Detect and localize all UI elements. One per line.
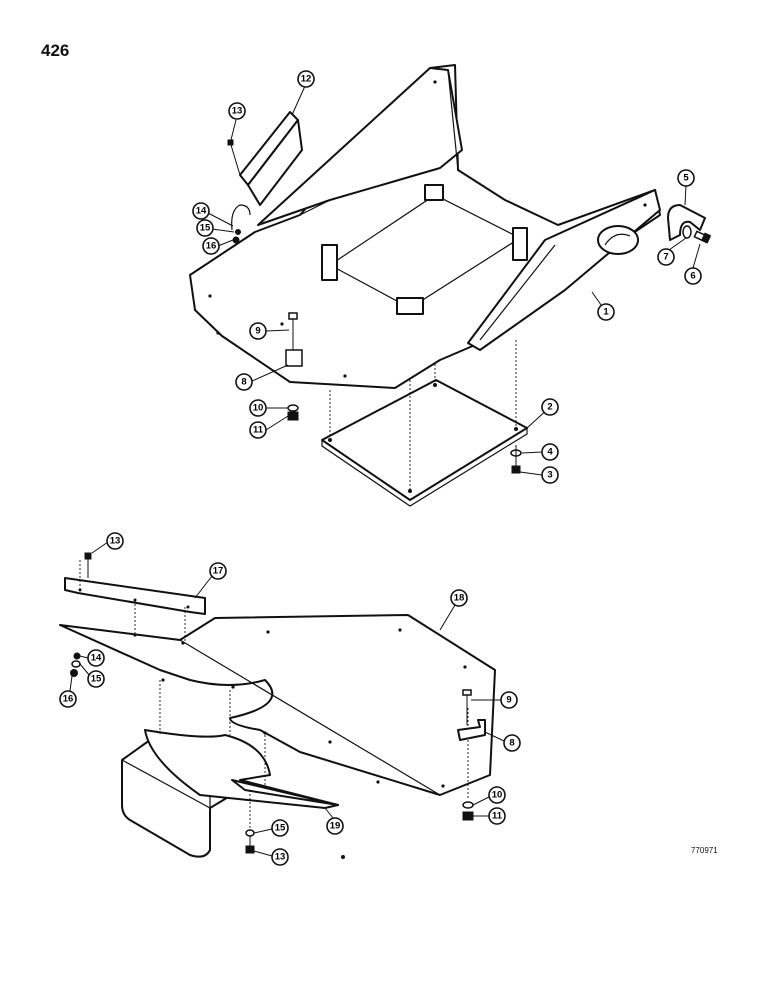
svg-text:9: 9	[255, 326, 260, 337]
callout-lower-15: 15	[79, 663, 105, 688]
callout-lower-11: 11	[473, 807, 506, 825]
floor-plate	[59, 614, 496, 796]
callout-9: 9	[249, 322, 290, 340]
callout-11: 11	[249, 415, 289, 439]
callout-18: 18	[439, 589, 468, 631]
svg-text:19: 19	[330, 821, 341, 832]
svg-text:8: 8	[509, 738, 514, 749]
callout-lower-16: 16	[59, 675, 77, 708]
callout-16: 16	[202, 237, 234, 255]
svg-text:13: 13	[232, 106, 243, 117]
lower-hardware	[70, 552, 486, 859]
callout-lower-15-bottom: 15	[253, 819, 289, 837]
svg-text:16: 16	[206, 241, 217, 252]
svg-text:5: 5	[683, 173, 689, 184]
floor-pan	[189, 64, 661, 389]
svg-text:3: 3	[547, 470, 552, 481]
svg-text:9: 9	[506, 695, 511, 706]
svg-text:15: 15	[200, 223, 211, 234]
callout-13: 13	[228, 102, 246, 141]
svg-text:7: 7	[663, 252, 668, 263]
callout-lower-13-top: 13	[91, 532, 124, 554]
callout-14: 14	[192, 202, 234, 227]
svg-text:1: 1	[603, 307, 609, 318]
callout-7: 7	[657, 237, 687, 266]
page-number: 426	[41, 41, 70, 60]
svg-text:14: 14	[196, 206, 207, 217]
callout-10: 10	[249, 399, 288, 417]
callout-19: 19	[324, 807, 344, 835]
callout-3: 3	[519, 466, 559, 484]
top-strip	[64, 577, 206, 615]
svg-text:8: 8	[241, 377, 246, 388]
svg-text:6: 6	[690, 271, 695, 282]
callout-8: 8	[235, 364, 289, 391]
drawing-code: 770971	[691, 846, 718, 855]
callout-lower-14: 14	[79, 649, 105, 667]
svg-text:14: 14	[91, 653, 102, 664]
angle-bracket	[239, 111, 303, 206]
svg-text:2: 2	[547, 402, 552, 413]
svg-text:10: 10	[492, 790, 503, 801]
callout-lower-10: 10	[472, 786, 506, 806]
svg-text:11: 11	[492, 811, 503, 822]
callout-15: 15	[196, 219, 235, 237]
lower-assembly: 13 17 18 14 15 16 9	[59, 532, 521, 866]
svg-text:4: 4	[547, 447, 553, 458]
angle-plate	[144, 729, 339, 809]
callout-lower-8: 8	[484, 731, 521, 752]
callout-lower-13-bottom: 13	[253, 848, 289, 866]
callout-17: 17	[194, 562, 227, 599]
callout-2: 2	[526, 398, 559, 429]
svg-text:10: 10	[253, 403, 264, 414]
svg-text:11: 11	[253, 425, 264, 436]
svg-text:12: 12	[301, 74, 312, 85]
callout-5: 5	[677, 169, 695, 206]
svg-text:16: 16	[63, 694, 74, 705]
svg-text:15: 15	[275, 823, 286, 834]
callout-6: 6	[684, 243, 702, 285]
svg-text:13: 13	[275, 852, 286, 863]
callout-4: 4	[521, 443, 559, 461]
svg-text:13: 13	[110, 536, 121, 547]
svg-text:18: 18	[454, 593, 465, 604]
upper-hardware	[227, 139, 712, 474]
callout-lower-9: 9	[471, 691, 518, 709]
svg-text:17: 17	[213, 566, 224, 577]
callout-12: 12	[291, 70, 315, 116]
svg-text:15: 15	[91, 674, 102, 685]
upper-assembly: 1 2 3 4 5 6 7	[189, 64, 712, 507]
bottom-plate	[321, 379, 528, 507]
callout-1: 1	[591, 291, 615, 321]
